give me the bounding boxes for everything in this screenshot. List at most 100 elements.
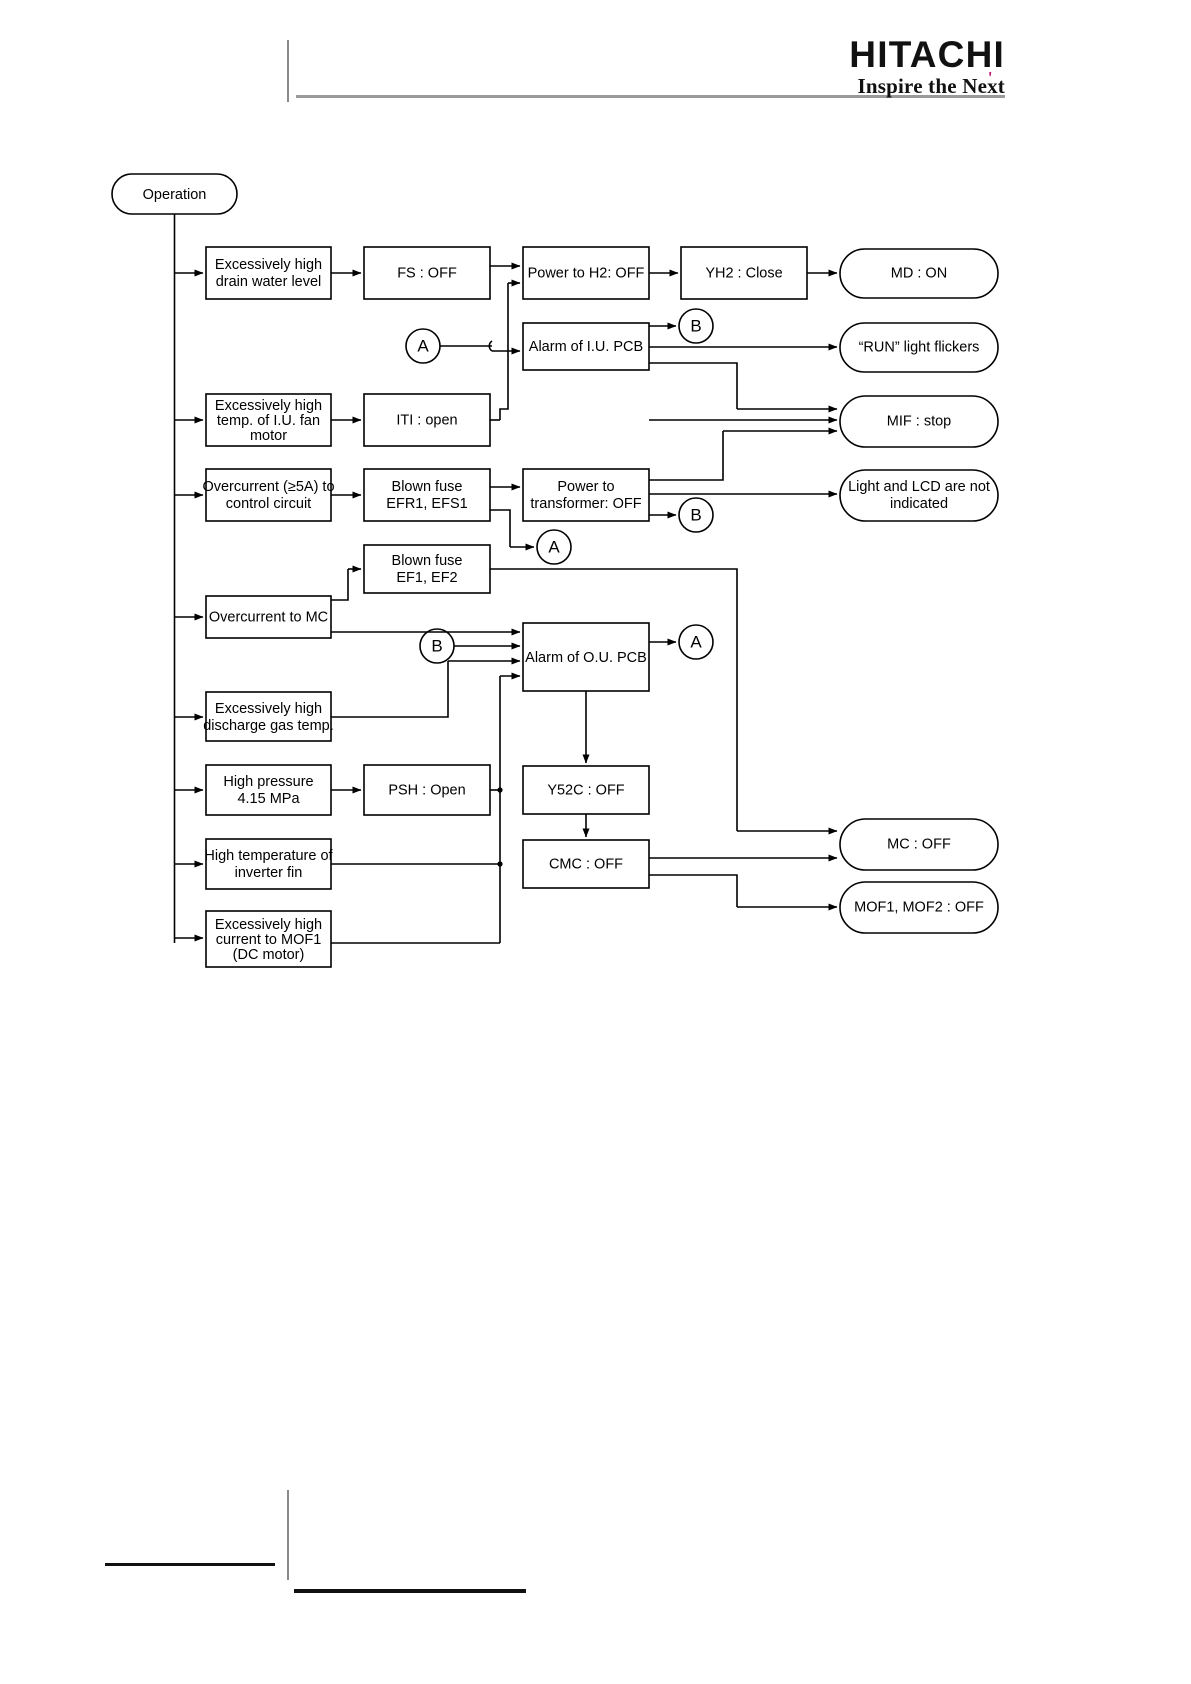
connector-a-3[interactable]: A xyxy=(678,624,714,660)
node-r2-line1: “RUN” light flickers xyxy=(859,339,980,355)
node-c8-line1: Excessively high xyxy=(215,917,322,933)
node-y52c-off[interactable]: Y52C : OFF xyxy=(522,765,650,815)
node-fs-off[interactable]: FS : OFF xyxy=(363,246,491,300)
node-result-md-on[interactable]: MD : ON xyxy=(839,248,999,299)
node-cause-mof1-overcurrent[interactable]: Excessively high current to MOF1 (DC mot… xyxy=(205,910,332,968)
node-c2-line3: motor xyxy=(250,428,287,444)
node-cause-iu-fan-motor-temp[interactable]: Excessively high temp. of I.U. fan motor xyxy=(205,393,332,447)
node-p7-line1: Alarm of I.U. PCB xyxy=(529,339,643,355)
connector-b-3-label: B xyxy=(431,636,442,655)
node-c7-line1: High temperature of xyxy=(204,848,333,864)
node-c5-line1: Excessively high xyxy=(215,701,322,717)
node-cause-inverter-fin-temp[interactable]: High temperature of inverter fin xyxy=(204,838,334,890)
node-p3-line1: Blown fuse xyxy=(392,479,463,495)
connector-a-2-label: A xyxy=(548,537,560,556)
node-c6-line2: 4.15 MPa xyxy=(237,791,300,807)
edge-p8-to-r3-elbow xyxy=(649,431,724,481)
edge-wire-hop-icon xyxy=(488,340,493,352)
footer-vertical-rule xyxy=(287,1490,289,1580)
connector-b-3[interactable]: B xyxy=(419,628,455,664)
node-c3-line1: Overcurrent (≥5A) to xyxy=(202,479,334,495)
node-c1-line1: Excessively high xyxy=(215,257,322,273)
node-psh-open[interactable]: PSH : Open xyxy=(363,764,491,816)
node-cause-control-circuit-overcurrent[interactable]: Overcurrent (≥5A) to control circuit xyxy=(202,468,335,522)
node-r4-line2: indicated xyxy=(890,496,948,512)
logo-tagline: Inspire the Next ′ xyxy=(849,68,1005,98)
connector-b-1[interactable]: B xyxy=(678,308,714,344)
node-p2-line1: ITI : open xyxy=(396,412,457,428)
node-r3-line1: MIF : stop xyxy=(887,413,951,429)
node-yh2-close[interactable]: YH2 : Close xyxy=(680,246,808,300)
node-c6-line1: High pressure xyxy=(223,774,313,790)
node-power-to-h2-off[interactable]: Power to H2: OFF xyxy=(522,246,650,300)
node-p3-line2: EFR1, EFS1 xyxy=(386,496,467,512)
node-p10-line1: Y52C : OFF xyxy=(547,782,624,798)
node-p11-line1: CMC : OFF xyxy=(549,856,623,872)
footer-rule-right xyxy=(294,1589,526,1593)
node-c8-line2: current to MOF1 xyxy=(216,932,322,948)
node-p1-line1: FS : OFF xyxy=(397,265,457,281)
node-result-mif-stop[interactable]: MIF : stop xyxy=(839,395,999,448)
node-p12-line1: YH2 : Close xyxy=(705,265,782,281)
node-cause-drain-water-level[interactable]: Excessively high drain water level xyxy=(205,246,332,300)
node-c8-line3: (DC motor) xyxy=(233,947,305,963)
header-vertical-rule xyxy=(287,40,289,102)
connector-a-3-label: A xyxy=(690,632,702,651)
node-blown-fuse-efr1-efs1[interactable]: Blown fuse EFR1, EFS1 xyxy=(363,468,491,522)
edge-p4-to-r5-elbow xyxy=(490,568,738,831)
footer-rule-left xyxy=(105,1563,275,1566)
connector-b-2-label: B xyxy=(690,505,701,524)
logo-tagline-text: Inspire the Next xyxy=(857,74,1005,98)
node-c2-line1: Excessively high xyxy=(215,398,322,414)
node-result-mc-off[interactable]: MC : OFF xyxy=(839,818,999,871)
node-p6-line1: Power to H2: OFF xyxy=(528,265,645,281)
page-header: HITACHI Inspire the Next ′ xyxy=(0,0,1191,120)
node-r6-line1: MOF1, MOF2 : OFF xyxy=(854,899,984,915)
connector-a-2[interactable]: A xyxy=(536,529,572,565)
node-p5-line1: PSH : Open xyxy=(388,782,465,798)
node-cause-discharge-gas-temp[interactable]: Excessively high discharge gas temp. xyxy=(203,691,334,742)
node-c3-line2: control circuit xyxy=(226,496,311,512)
node-p4-line1: Blown fuse xyxy=(392,553,463,569)
logo-wordmark: HITACHI xyxy=(849,34,1005,75)
connector-b-1-label: B xyxy=(690,316,701,335)
node-result-light-lcd-not-indicated[interactable]: Light and LCD are not indicated xyxy=(839,469,999,522)
node-c5-line2: discharge gas temp. xyxy=(203,718,334,734)
edge-p2-riser xyxy=(499,283,509,420)
node-result-mof1-mof2-off[interactable]: MOF1, MOF2 : OFF xyxy=(839,881,999,934)
node-p4-line2: EF1, EF2 xyxy=(396,570,457,586)
node-cause-mc-overcurrent[interactable]: Overcurrent to MC xyxy=(205,595,332,639)
node-r4-line1: Light and LCD are not xyxy=(848,479,990,495)
edge-p11-to-r6-elbow xyxy=(649,874,738,907)
node-p9-line1: Alarm of O.U. PCB xyxy=(525,650,647,666)
node-operation-label: Operation xyxy=(143,187,207,203)
node-iti-open[interactable]: ITI : open xyxy=(363,393,491,447)
node-c4-line1: Overcurrent to MC xyxy=(209,609,328,625)
connector-a-1-label: A xyxy=(417,336,429,355)
node-cmc-off[interactable]: CMC : OFF xyxy=(522,839,650,889)
node-blown-fuse-ef1-ef2[interactable]: Blown fuse EF1, EF2 xyxy=(363,544,491,594)
edge-c4-to-p4-elbow xyxy=(331,569,349,601)
node-r5-line1: MC : OFF xyxy=(887,836,951,852)
edge-c5-to-p9-elbow xyxy=(331,661,449,718)
junction-inverter-fin xyxy=(497,861,503,867)
node-r1-line1: MD : ON xyxy=(891,265,947,281)
edge-p3-to-a2-elbow xyxy=(490,509,511,547)
node-operation[interactable]: Operation xyxy=(111,173,238,215)
node-alarm-iu-pcb[interactable]: Alarm of I.U. PCB xyxy=(522,322,650,371)
node-cause-high-pressure[interactable]: High pressure 4.15 MPa xyxy=(205,764,332,816)
node-alarm-ou-pcb[interactable]: Alarm of O.U. PCB xyxy=(522,622,650,692)
header-horizontal-rule xyxy=(296,95,1005,98)
edge-p7-to-r3-elbow xyxy=(649,362,738,409)
node-c7-line2: inverter fin xyxy=(235,865,303,881)
hitachi-logo: HITACHI Inspire the Next ′ xyxy=(849,36,1005,97)
junction-psh xyxy=(497,787,503,793)
node-c2-line2: temp. of I.U. fan xyxy=(217,413,320,429)
connector-b-2[interactable]: B xyxy=(678,497,714,533)
node-p8-line1: Power to xyxy=(557,479,614,495)
node-result-run-light-flickers[interactable]: “RUN” light flickers xyxy=(839,322,999,373)
node-p8-line2: transformer: OFF xyxy=(530,496,641,512)
connector-a-1[interactable]: A xyxy=(405,328,441,364)
node-power-to-transformer-off[interactable]: Power to transformer: OFF xyxy=(522,468,650,522)
